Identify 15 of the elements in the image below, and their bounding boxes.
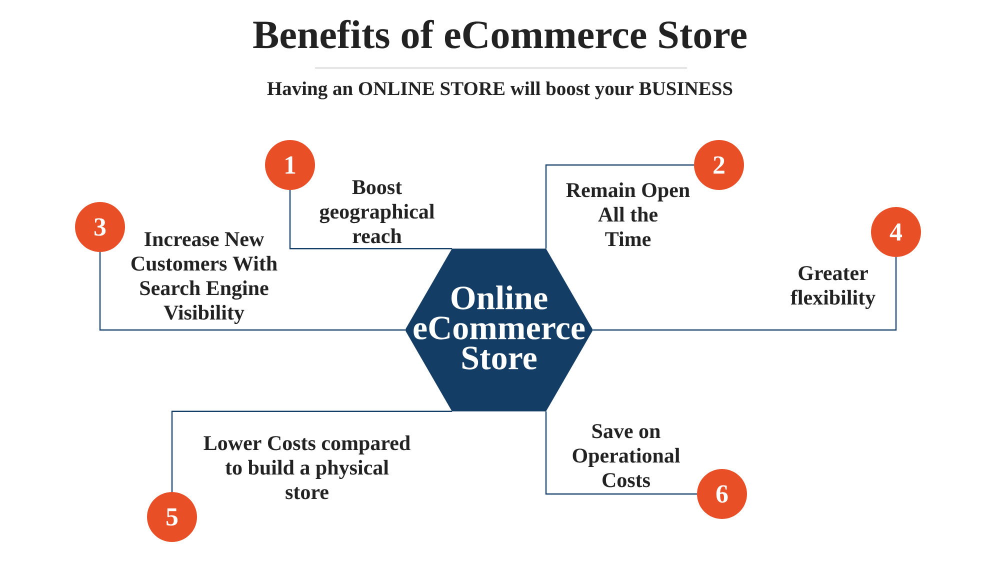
connector-line: [593, 257, 897, 331]
connector-line: [545, 164, 694, 249]
connector-line: [289, 190, 452, 250]
connector-line: [545, 411, 697, 495]
connector-line: [99, 252, 405, 331]
benefit-text: Greater flexibility: [790, 266, 876, 310]
hexagon: Online eCommerce Store: [405, 248, 593, 412]
benefit-text: Remain Open All the Time: [566, 182, 690, 246]
connector-line: [171, 410, 452, 492]
benefit-text: Save on Operational Costs: [572, 424, 680, 488]
benefit-text: Lower Costs compared to build a physical store: [204, 435, 410, 500]
subtitle: Having an ONLINE STORE will boost your BUSINESS: [267, 81, 732, 100]
benefit-text: Boost geographical reach: [320, 180, 434, 244]
title: Benefits of eCommerce Store: [253, 20, 746, 48]
benefit-text: Increase New Customers With Search Engine Visibility: [131, 232, 278, 324]
